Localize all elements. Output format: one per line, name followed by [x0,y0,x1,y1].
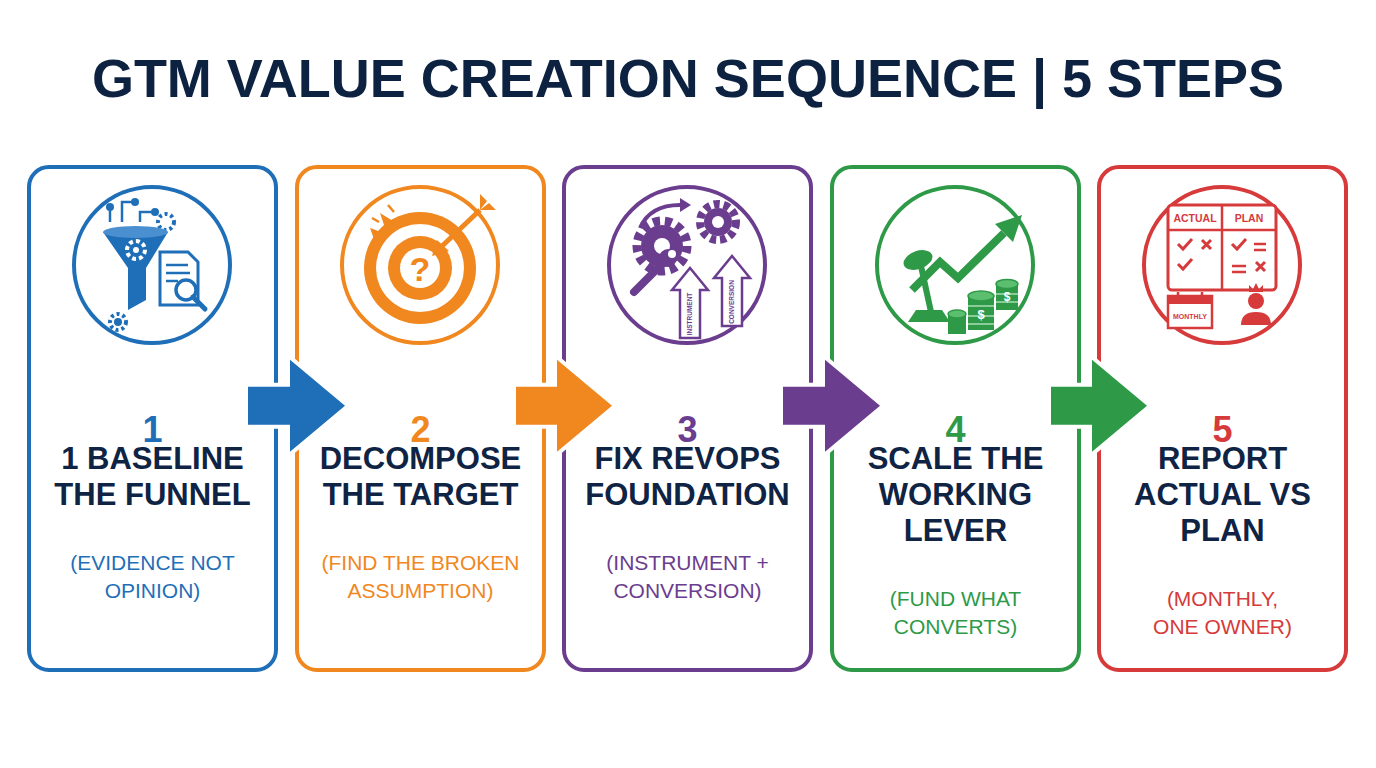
lever-icon [877,187,1033,343]
trend-arrowhead [995,215,1022,242]
funnel-icon [74,187,230,343]
step-subtitle: (EVIDENCE NOT OPINION) [39,549,266,605]
step-title: REPORT ACTUAL VS PLAN [1133,441,1313,549]
icon-ring [877,187,1033,343]
diagram-title: GTM VALUE CREATION SEQUENCE | 5 STEPS [0,51,1376,105]
coin-top [968,291,994,301]
dart-shaft [440,210,480,248]
coin-top [948,310,966,318]
shard-symbol [370,228,381,239]
check-marks [1178,239,1246,269]
gear-symbol [110,314,126,330]
step-subtitle: (MONTHLY, ONE OWNER) [1148,585,1298,641]
icon-ring [74,187,230,343]
step-subtitle: (FIND THE BROKEN ASSUMPTION) [307,549,534,605]
column-header: ACTUAL [1173,213,1216,224]
circuit-dot [106,203,114,211]
step-title: 1 BASELINE THE FUNNEL [39,441,266,513]
gear-hub [712,216,724,228]
equal-marks [1232,244,1266,272]
icon-ring [1144,187,1300,343]
gear-symbol [127,241,145,259]
report-board [1168,205,1276,290]
board-dividers [1168,205,1276,290]
up-arrow [672,268,708,338]
gear-symbol [158,214,174,230]
step-title: SCALE THE WORKING LEVER [842,441,1069,549]
person-head [1248,293,1264,309]
step-title: FIX REVOPS FOUNDATION [574,441,801,513]
wrench-notch [668,250,676,258]
up-arrow [714,256,750,326]
coin-top [996,280,1018,289]
lever-base [908,310,950,322]
calendar-rings [1178,292,1202,299]
funnel-rim [103,226,168,238]
target-mark: ? [410,252,431,286]
coin-lines [968,306,994,324]
gear-symbol [637,221,687,271]
shard-symbol [380,213,393,228]
coin-symbol: $ [1004,291,1011,303]
hand-symbol [901,246,935,273]
gear-body [641,225,683,267]
report-icon [1144,187,1300,343]
gear-symbol [700,204,736,240]
calendar-label: MONTHLY [1173,313,1207,320]
cross-marks [1202,240,1265,271]
icon-ring [342,187,498,343]
crown-symbol [1249,283,1263,292]
magnifier-handle [193,297,205,309]
step-subtitle: (INSTRUMENT + CONVERSION) [574,549,801,605]
target-ring [388,236,452,300]
dart-head [432,240,449,256]
wrench-head [659,249,677,267]
calendar-symbol [1168,296,1212,328]
step-subtitle: (FUND WHAT CONVERTS) [842,585,1069,641]
step-title: DECOMPOSE THE TARGET [307,441,534,513]
gear-hub [133,247,139,253]
funnel-shape [103,232,168,310]
column-header: PLAN [1235,213,1264,224]
circuit-dot [131,198,139,206]
person-body [1241,312,1271,325]
coin-symbol: $ [977,308,984,321]
arrow-label: CONVERSION [729,280,736,324]
arrow-label: INSTRUMENT [687,293,694,336]
gear-hub [114,318,122,326]
circuit-lines [110,202,152,222]
gears-icon [609,187,765,343]
crack-lines [372,205,394,222]
gear-body [704,208,732,236]
calendar-header [1168,296,1212,304]
circuit-dot [151,208,159,216]
wrench-handle [634,262,664,292]
target-icon [342,187,498,343]
lever-arm [921,266,931,312]
icon-ring [609,187,765,343]
cycle-arrowhead [680,198,691,212]
